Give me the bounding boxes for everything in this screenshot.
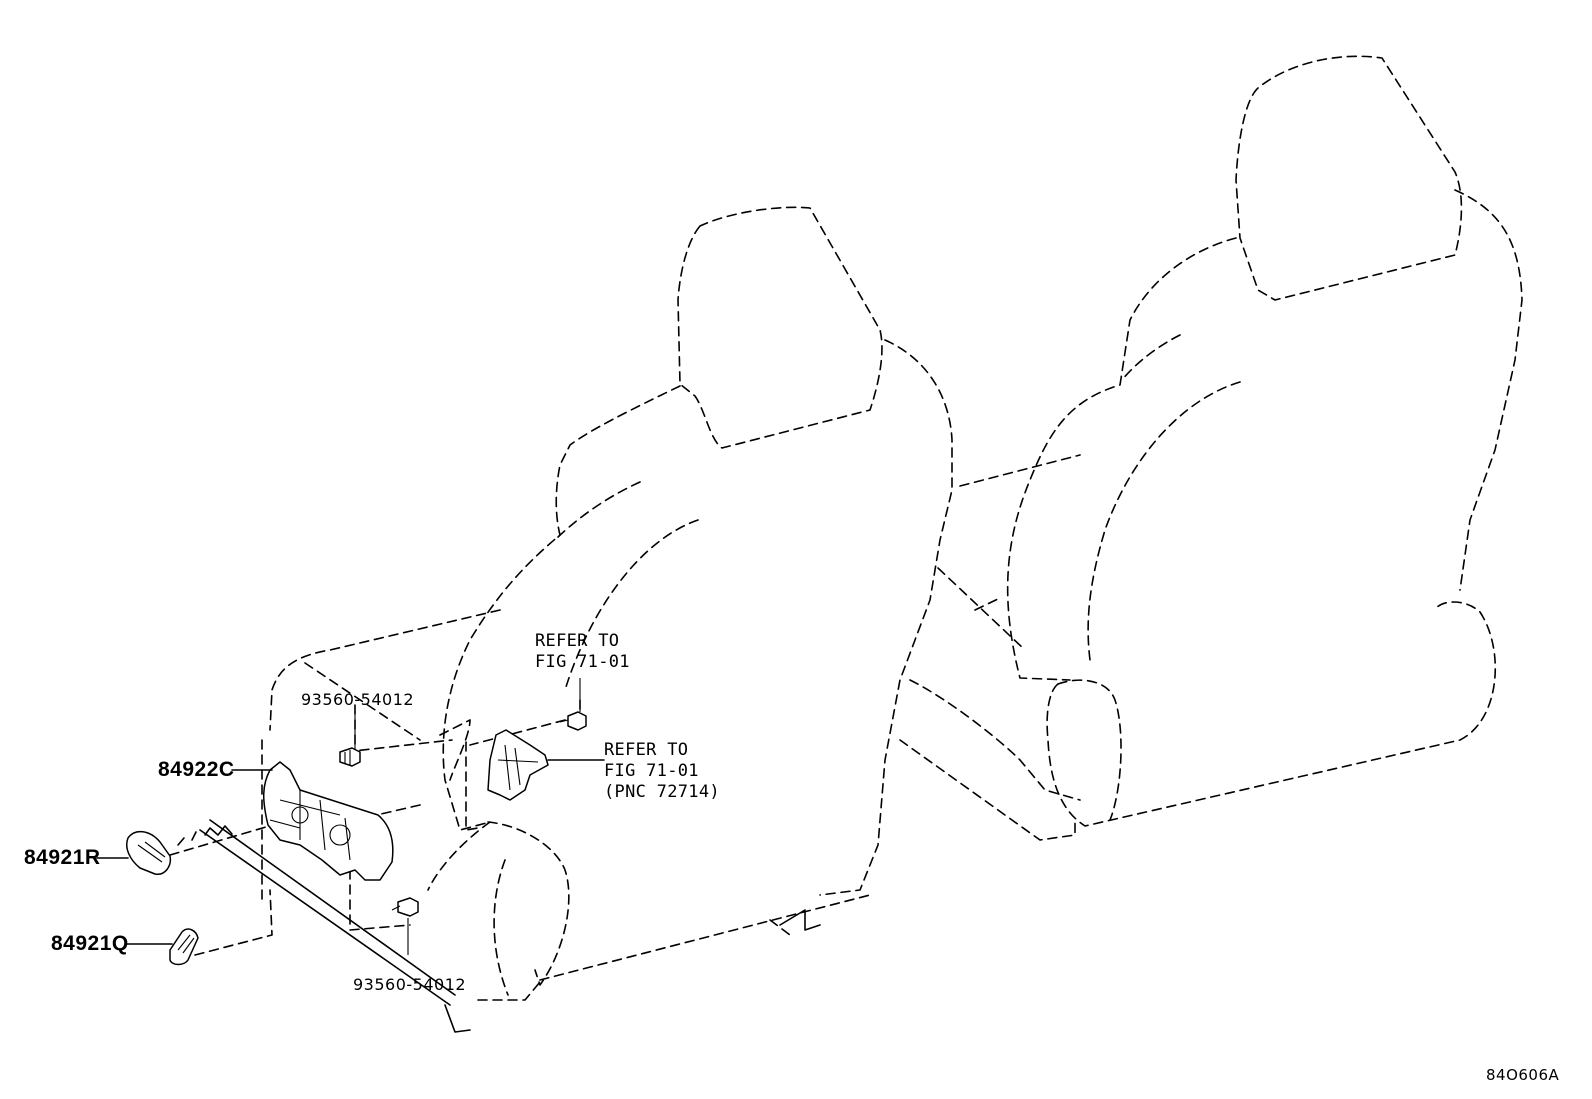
label-bolt-lower[interactable]: 93560-54012: [353, 975, 467, 994]
knob-84921r[interactable]: [126, 830, 172, 875]
label-84921r[interactable]: 84921R: [24, 846, 101, 869]
bracket-pnc-72714[interactable]: [487, 729, 549, 801]
leader-lines: [96, 678, 605, 955]
illustration-code: 84O606A: [1486, 1066, 1560, 1084]
refer-upper-line2: FIG 71-01: [535, 652, 630, 672]
refer-lower-callout: REFER TO FIG 71-01 (PNC 72714): [604, 740, 720, 803]
rear-seat-outline: [899, 55, 1523, 841]
bolt-lower[interactable]: [391, 897, 419, 917]
bolt-upper[interactable]: [339, 747, 361, 767]
refer-lower-line3: (PNC 72714): [604, 782, 720, 802]
label-bolt-upper[interactable]: 93560-54012: [301, 690, 415, 709]
refer-lower-line2: FIG 71-01: [604, 761, 699, 781]
label-84922c[interactable]: 84922C: [158, 758, 235, 781]
label-84921q[interactable]: 84921Q: [51, 932, 129, 955]
knob-84921q[interactable]: [169, 928, 199, 966]
assembly-lines: [169, 699, 581, 956]
front-seat-outline: [177, 206, 953, 1033]
refer-upper-callout: REFER TO FIG 71-01: [535, 631, 630, 673]
refer-lower-line1: REFER TO: [604, 740, 689, 760]
refer-upper-line1: REFER TO: [535, 631, 620, 651]
bolt-bracket[interactable]: [559, 711, 587, 731]
part-84922c[interactable]: [263, 761, 394, 881]
